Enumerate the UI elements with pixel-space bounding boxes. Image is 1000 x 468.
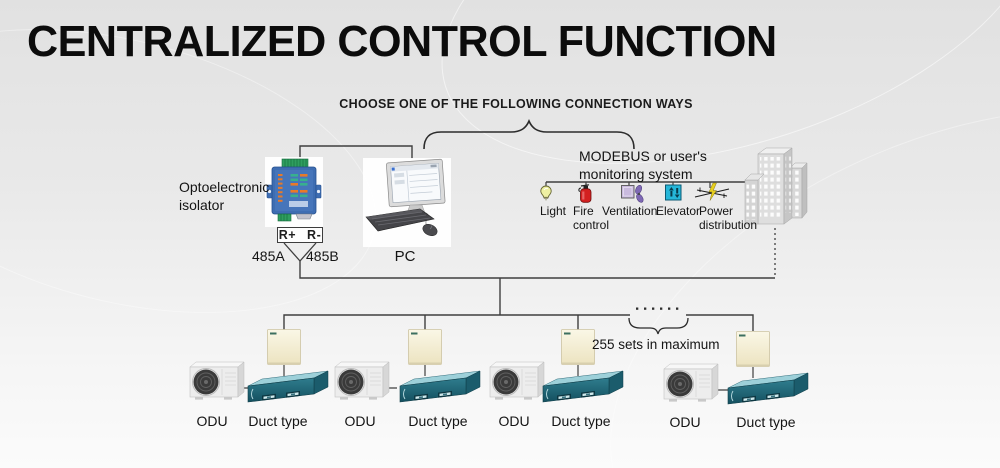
device-label-power-distribution: Power distribution — [699, 204, 758, 233]
device-label-elevator: Elevator — [656, 204, 701, 219]
max-sets-label: 255 sets in maximum — [592, 337, 720, 352]
wire-485b-label: 485B — [306, 248, 339, 264]
duct-type-label: Duct type — [736, 414, 796, 430]
device-label-fire-control: Fire control — [573, 204, 613, 233]
device-label-line: Power — [699, 204, 734, 218]
wire-485a-label: 485A — [252, 248, 285, 264]
odu-unit — [489, 361, 545, 401]
elevator-icon — [665, 184, 682, 201]
odu-label: ODU — [196, 413, 228, 429]
device-label-line: Ventilation — [602, 204, 658, 218]
duct-type-label: Duct type — [551, 413, 611, 429]
device-label-line: Light — [539, 204, 567, 218]
optoelectronic-isolator-device — [265, 157, 323, 227]
device-label-line: Elevator — [656, 204, 701, 218]
wired-controller — [736, 331, 770, 367]
fire-extinguisher-icon — [578, 184, 592, 203]
device-label-line: Fire — [573, 204, 594, 218]
device-label-light: Light — [536, 204, 570, 219]
duct-type-label: Duct type — [408, 413, 468, 429]
power-line-icon — [694, 182, 730, 201]
odu-unit — [189, 361, 245, 401]
isolator-label: Optoelectronic isolator — [179, 179, 269, 215]
wired-controller — [561, 329, 595, 365]
duct-type-label: Duct type — [248, 413, 308, 429]
isolator-terminal-label: R+ R- — [277, 227, 323, 243]
odu-label: ODU — [344, 413, 376, 429]
page-title: CENTRALIZED CONTROL FUNCTION — [27, 17, 777, 66]
device-label-line: distribution — [699, 217, 758, 232]
duct-type-unit — [727, 372, 809, 405]
wired-controller — [408, 329, 442, 365]
device-label-line: control — [573, 217, 610, 232]
wired-controller — [267, 329, 301, 365]
modebus-title-line2: monitoring system — [579, 165, 693, 182]
duct-type-unit — [542, 370, 624, 403]
choose-brace — [423, 118, 635, 150]
duct-type-unit — [399, 370, 481, 403]
ventilation-fan-icon — [621, 184, 644, 203]
odu-label: ODU — [669, 414, 701, 430]
ellipsis-dots — [636, 307, 679, 310]
pc-device — [363, 158, 451, 247]
modebus-title-line1: MODEBUS or user's — [579, 148, 707, 164]
pc-label: PC — [394, 248, 416, 265]
isolator-label-line1: Optoelectronic — [179, 179, 270, 195]
device-label-ventilation: Ventilation — [602, 204, 658, 219]
connector-lines — [242, 145, 776, 391]
subtitle: CHOOSE ONE OF THE FOLLOWING CONNECTION W… — [339, 97, 693, 111]
duct-type-unit — [247, 370, 329, 403]
light-bulb-icon — [540, 185, 552, 201]
odu-label: ODU — [498, 413, 530, 429]
building-icon — [744, 147, 808, 225]
odu-unit — [663, 363, 719, 403]
max-sets-brace — [628, 317, 689, 335]
modebus-title: MODEBUS or user's monitoring system — [579, 148, 707, 184]
isolator-label-line2: isolator — [179, 196, 225, 213]
odu-unit — [334, 361, 390, 401]
